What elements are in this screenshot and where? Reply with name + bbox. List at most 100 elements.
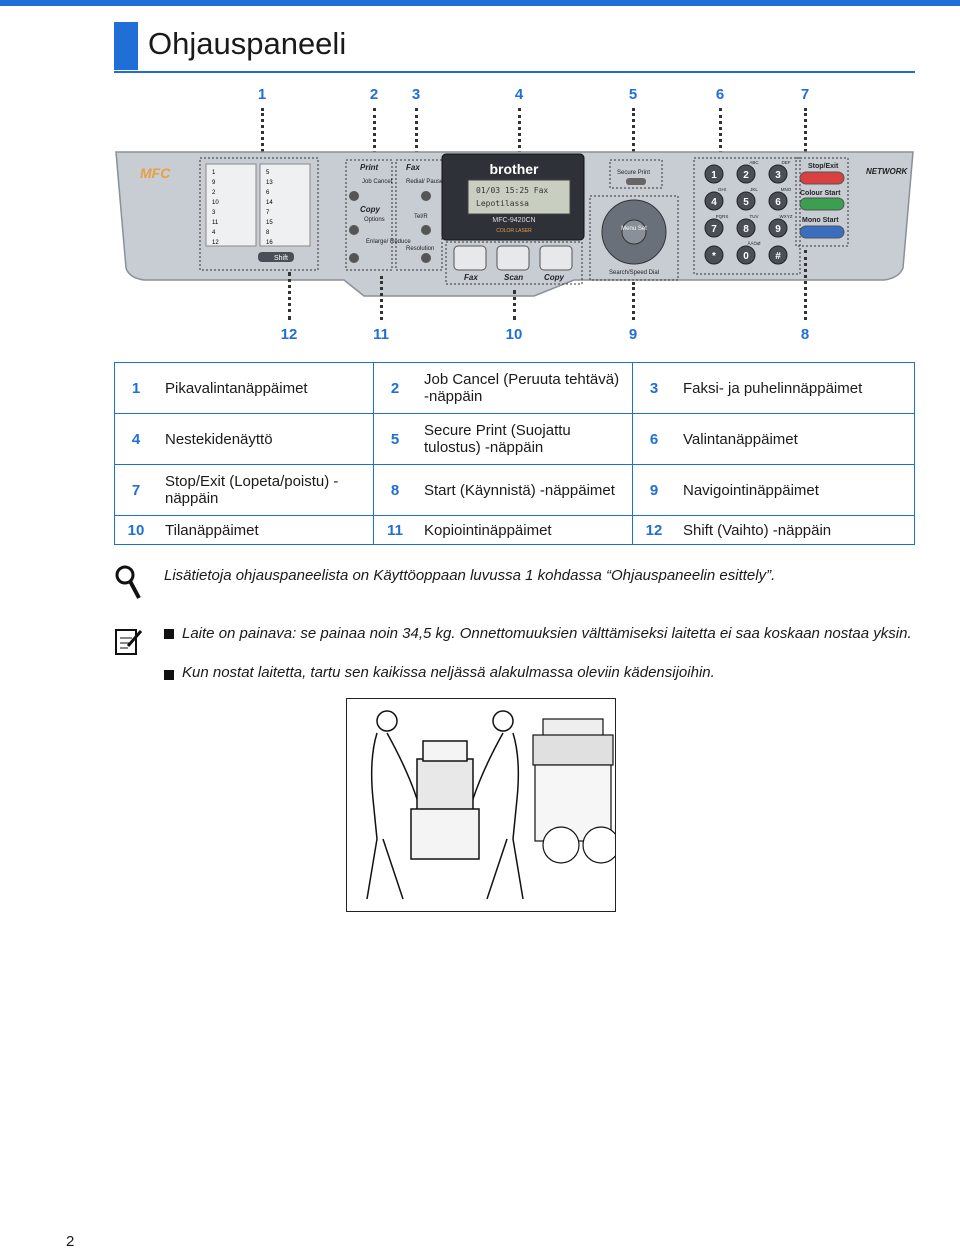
one-touch-key-label: 3 [212,210,216,216]
svg-text:Mono Start: Mono Start [802,217,839,224]
table-row: 1 Pikavalintanäppäimet 2 Job Cancel (Per… [114,361,915,415]
one-touch-key-label: 13 [266,180,273,186]
dial-key-digit: 4 [711,197,717,208]
shift-label: Shift [274,255,288,262]
dial-key-letters: PQRS [716,214,729,219]
table-row: 4 Nestekidenäyttö 5 Secure Print (Suojat… [114,413,915,466]
tip-text: Lisätietoja ohjauspaneelista on Käyttöop… [164,567,776,584]
callout-1: 1 [257,86,267,103]
title-accent-block [114,22,138,70]
dial-key-digit: 8 [743,224,749,235]
dial-key-letters: JKL [750,187,758,192]
leader-line [632,108,635,164]
dial-key [736,191,756,211]
callout-6: 6 [715,86,725,103]
one-touch-key-label: 16 [266,240,273,246]
leader-line [513,290,516,320]
callout-10: 10 [505,326,523,343]
table-row: 10 Tilanäppäimet 11 Kopiointinäppäimet 1… [114,515,915,545]
dial-key [768,218,788,238]
leader-line [719,108,722,160]
lifting-illustration [346,698,616,912]
dial-key-digit: 5 [743,197,749,208]
svg-text:Copy: Copy [360,205,381,214]
leader-line [804,250,807,320]
one-touch-key-label: 7 [266,210,270,216]
svg-text:COLOR LASER: COLOR LASER [496,228,532,234]
note-item: Kun nostat laitetta, tartu sen kaikissa … [182,664,715,681]
callout-9: 9 [628,326,638,343]
callout-8: 8 [800,326,810,343]
svg-text:Resolution: Resolution [406,246,434,252]
svg-text:Fax: Fax [464,273,478,282]
dial-key [704,245,724,265]
svg-text:Stop/Exit: Stop/Exit [808,163,839,170]
dial-key-letters: ABC [749,160,759,165]
shift-button [258,252,294,262]
one-touch-key-label: 12 [212,240,219,246]
tip-box: Lisätietoja ohjauspaneelista on Käyttöop… [114,564,915,604]
callout-2: 2 [369,86,379,103]
dial-key-digit: 6 [775,197,781,208]
leader-line [632,282,635,320]
svg-text:Scan: Scan [504,273,523,282]
leader-line [518,108,521,154]
network-logo: NETWORK [866,167,909,176]
one-touch-key-label: 4 [212,230,216,236]
lcd-line-1: 01/03 15:25 Fax [476,186,548,195]
dial-key-digit: 7 [711,224,717,235]
leader-line [804,108,807,158]
dial-key-letters: DEF [782,160,791,165]
legend-table: 1 Pikavalintanäppäimet 2 Job Cancel (Per… [114,361,915,545]
dial-key [736,164,756,184]
dial-key-letters: TUV [750,214,759,219]
note-box: Laite on painava: se painaa noin 34,5 kg… [114,624,915,684]
callout-3: 3 [411,86,421,103]
leader-line [261,108,264,158]
one-touch-key-label: 1 [212,170,216,176]
callout-4: 4 [514,86,524,103]
mfc-logo: MFC [140,165,171,181]
model-name: MFC-9420CN [492,217,535,224]
dial-key-digit: 0 [743,251,749,262]
page-number: 2 [66,1233,75,1250]
leader-line [415,108,418,160]
svg-text:Job Cancel: Job Cancel [362,179,392,185]
one-touch-keys [205,163,311,247]
svg-text:Colour Start: Colour Start [800,190,841,197]
svg-text:Menu Set: Menu Set [621,226,647,232]
dial-key-digit: # [775,251,781,262]
dial-key [704,164,724,184]
lcd-brand: brother [490,161,540,177]
dial-key-letters: GHI [718,187,726,192]
callout-5: 5 [628,86,638,103]
svg-text:Options: Options [364,217,385,223]
title-underline [114,71,915,73]
svg-text:Print: Print [360,163,379,172]
leader-line [373,108,376,160]
dial-key [768,164,788,184]
dial-key-digit: * [712,251,716,262]
note-pencil-icon [115,629,143,655]
one-touch-key-label: 2 [212,190,216,196]
table-row: 7 Stop/Exit (Lopeta/poistu) -näppäin 8 S… [114,464,915,517]
dial-key [736,245,756,265]
one-touch-key-label: 15 [266,220,273,226]
top-accent-bar [0,0,960,6]
leader-line [288,272,291,320]
dial-key-letters: WXYZ [780,214,793,219]
callout-12: 12 [280,326,298,343]
page-title: Ohjauspaneeli [148,26,347,61]
note-item: Laite on painava: se painaa noin 34,5 kg… [182,625,912,642]
one-touch-key-label: 10 [212,200,219,206]
lcd-line-2: Lepotilassa [476,199,529,208]
svg-text:Tel/R: Tel/R [414,214,428,220]
svg-text:Enlarge/ Reduce: Enlarge/ Reduce [366,239,411,245]
dial-key-letters: MNO [781,187,792,192]
dial-key-digit: 2 [743,170,749,181]
svg-text:Search/Speed Dial: Search/Speed Dial [609,270,659,276]
dial-key-letters: ÅÄÖØ [747,240,761,246]
dial-key [736,218,756,238]
one-touch-key-label: 9 [212,180,216,186]
